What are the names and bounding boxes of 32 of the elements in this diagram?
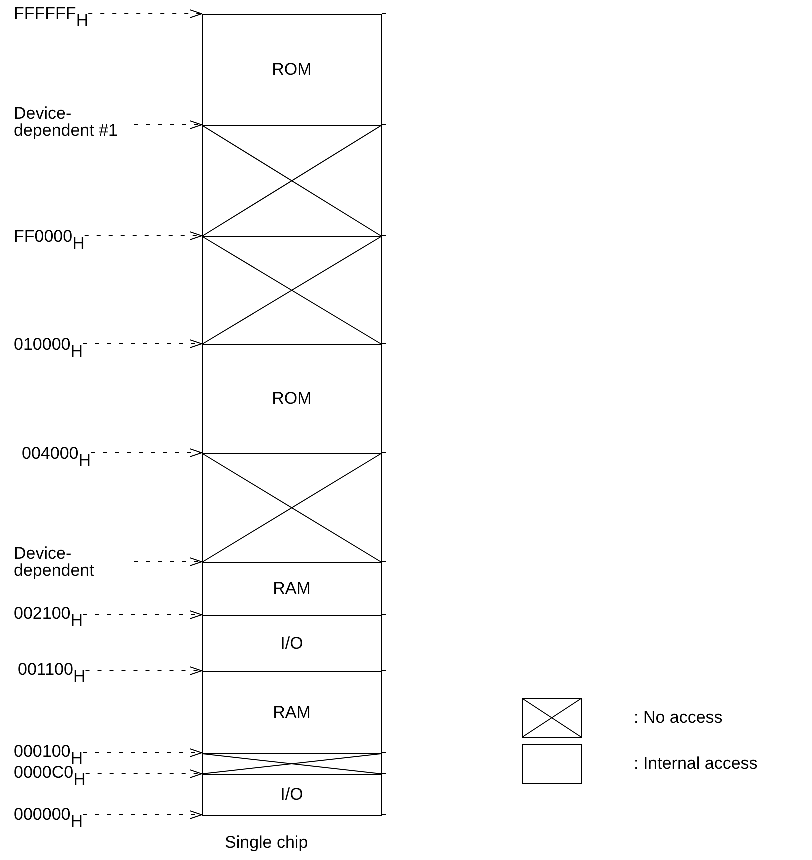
memory-region <box>202 671 382 754</box>
region-label: ROM <box>272 60 312 80</box>
no-access-region <box>202 753 382 775</box>
region-label: I/O <box>280 634 304 654</box>
region-label: RAM <box>273 579 311 599</box>
no-access-region <box>202 236 382 345</box>
memory-region <box>202 615 382 672</box>
memory-region <box>202 344 382 454</box>
region-label: I/O <box>280 785 304 805</box>
address-arrow <box>134 558 202 566</box>
no-access-region <box>202 125 382 237</box>
address-arrow <box>85 666 202 676</box>
memory-region <box>202 562 382 616</box>
no-access-region <box>202 453 382 563</box>
address-arrow <box>134 120 202 130</box>
legend-text: : Internal access <box>634 754 758 774</box>
memory-region <box>202 774 382 816</box>
address-label: Device-dependent <box>14 545 134 579</box>
address-arrow <box>90 448 202 458</box>
address-arrow <box>82 810 202 820</box>
address-label: Device-dependent #1 <box>14 105 134 139</box>
address-arrow <box>88 10 202 18</box>
column-caption: Single chip <box>225 833 308 853</box>
address-arrow <box>82 748 202 758</box>
address-arrow <box>82 610 202 620</box>
region-label: RAM <box>273 702 311 722</box>
memory-region <box>202 14 382 126</box>
address-arrow <box>82 340 202 348</box>
region-label: ROM <box>272 389 312 409</box>
legend-text: : No access <box>634 708 723 728</box>
address-arrow <box>85 770 202 778</box>
address-arrow <box>84 232 202 240</box>
